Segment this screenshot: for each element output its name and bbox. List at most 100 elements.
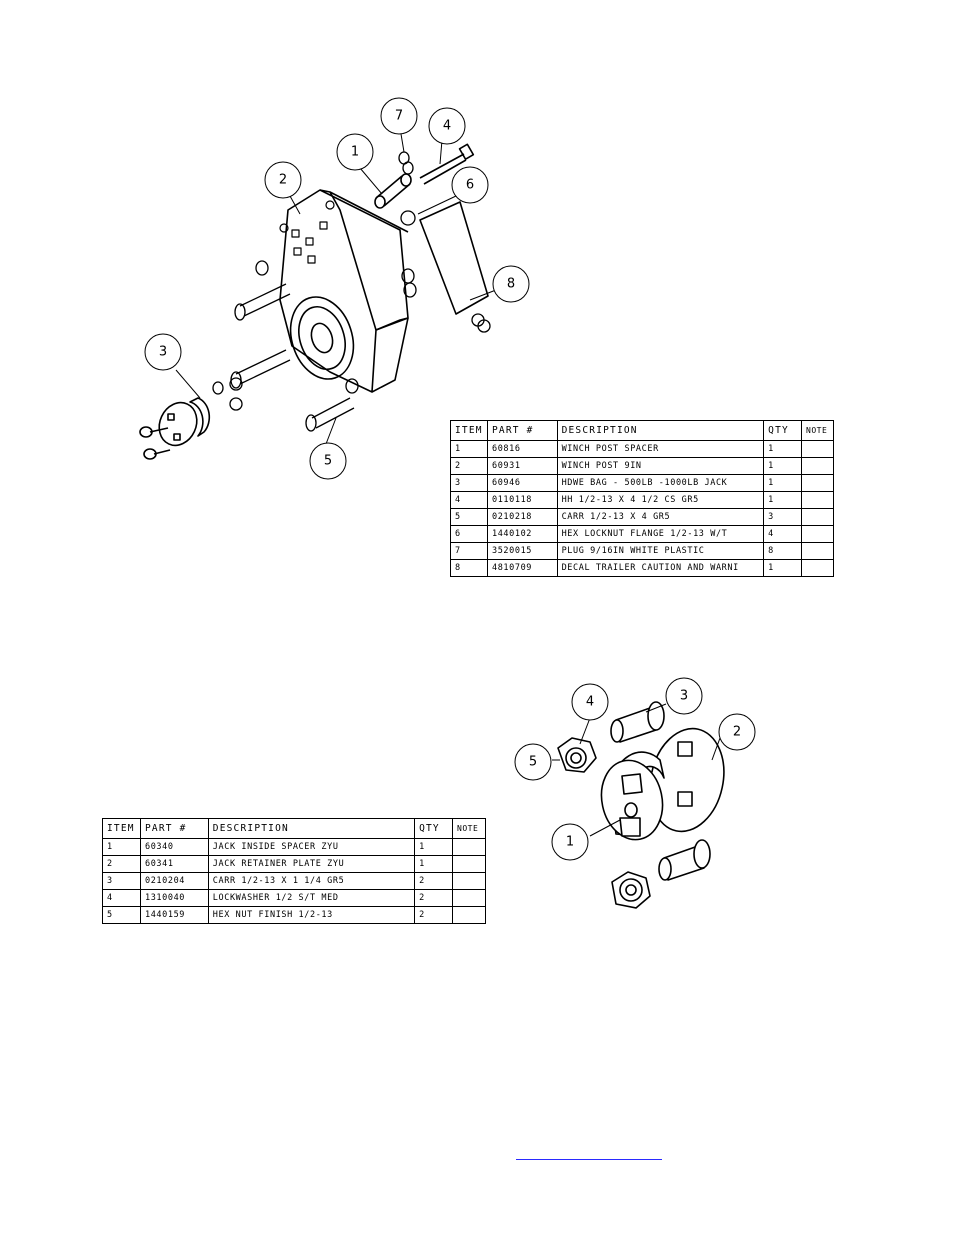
callout-7: 7: [395, 109, 403, 124]
cell: 2: [450, 457, 488, 475]
cell: 60816: [486, 440, 558, 458]
cell: [801, 457, 834, 475]
cell: 60931: [486, 457, 558, 475]
cell: [801, 542, 834, 560]
header-part: PART #: [139, 818, 209, 839]
cell: 0210218: [486, 508, 558, 526]
cell: [801, 491, 834, 509]
header-description: DESCRIPTION: [556, 420, 765, 441]
cell: 3: [102, 872, 141, 890]
cell: WINCH POST 9IN: [556, 457, 765, 475]
callout-8: 8: [507, 277, 515, 292]
callout-b5: 5: [529, 755, 537, 770]
cell: 3520015: [486, 542, 558, 560]
cell: [801, 508, 834, 526]
cell: 60946: [486, 474, 558, 492]
cell: HDWE BAG - 500LB -1000LB JACK: [556, 474, 765, 492]
header-qty: QTY: [414, 818, 453, 839]
cell: 1: [763, 559, 802, 577]
cell: WINCH POST SPACER: [556, 440, 765, 458]
cell: DECAL TRAILER CAUTION AND WARNI: [556, 559, 765, 577]
cell: [452, 889, 486, 907]
header-part: PART #: [486, 420, 558, 441]
cell: 5: [102, 906, 141, 924]
footer-link[interactable]: [516, 1147, 662, 1160]
callout-6: 6: [466, 178, 474, 193]
cell: 6: [450, 525, 488, 543]
cell: [452, 838, 486, 856]
cell: HEX LOCKNUT FLANGE 1/2-13 W/T: [556, 525, 765, 543]
cell: 1310040: [139, 889, 209, 907]
cell: 1: [102, 838, 141, 856]
header-item: ITEM: [450, 420, 488, 441]
callout-b2: 2: [733, 725, 741, 740]
cell: 2: [414, 889, 453, 907]
header-qty: QTY: [763, 420, 802, 441]
header-note: NOTE: [801, 420, 834, 441]
cell: JACK INSIDE SPACER ZYU: [207, 838, 416, 856]
cell: 1: [763, 474, 802, 492]
callout-3: 3: [159, 345, 167, 360]
cell: JACK RETAINER PLATE ZYU: [207, 855, 416, 873]
cell: 5: [450, 508, 488, 526]
cell: [801, 559, 834, 577]
cell: 1: [450, 440, 488, 458]
cell: 4: [102, 889, 141, 907]
cell: 8: [450, 559, 488, 577]
cell: 1440102: [486, 525, 558, 543]
callout-5: 5: [324, 454, 332, 469]
cell: CARR 1/2-13 X 1 1/4 GR5: [207, 872, 416, 890]
table-header-row: ITEM PART # DESCRIPTION QTY NOTE: [450, 420, 834, 441]
cell: 8: [763, 542, 802, 560]
cell: 1: [414, 838, 453, 856]
cell: 2: [414, 872, 453, 890]
cell: 2: [102, 855, 141, 873]
cell: [801, 525, 834, 543]
cell: 60340: [139, 838, 209, 856]
cell: 1: [414, 855, 453, 873]
cell: [452, 872, 486, 890]
callout-b1: 1: [566, 835, 574, 850]
cell: PLUG 9/16IN WHITE PLASTIC: [556, 542, 765, 560]
cell: 3: [763, 508, 802, 526]
header-note: NOTE: [452, 818, 486, 839]
cell: [452, 906, 486, 924]
cell: 1: [763, 440, 802, 458]
winch-post-exploded-drawing: 1 2 3 4 5 6 7 8: [139, 97, 530, 480]
table-header-row: ITEM PART # DESCRIPTION QTY NOTE: [102, 818, 486, 839]
cell: 1: [763, 491, 802, 509]
callout-b4: 4: [586, 695, 594, 710]
callout-4: 4: [443, 119, 451, 134]
cell: 3: [450, 474, 488, 492]
callout-b3: 3: [680, 689, 688, 704]
cell: 4810709: [486, 559, 558, 577]
cell: [452, 855, 486, 873]
cell: [801, 440, 834, 458]
cell: 2: [414, 906, 453, 924]
cell: HEX NUT FINISH 1/2-13: [207, 906, 416, 924]
callout-2: 2: [279, 173, 287, 188]
cell: [801, 474, 834, 492]
cell: LOCKWASHER 1/2 S/T MED: [207, 889, 416, 907]
cell: HH 1/2-13 X 4 1/2 CS GR5: [556, 491, 765, 509]
header-description: DESCRIPTION: [207, 818, 416, 839]
cell: 1: [763, 457, 802, 475]
cell: CARR 1/2-13 X 4 GR5: [556, 508, 765, 526]
cell: 4: [763, 525, 802, 543]
cell: 0210204: [139, 872, 209, 890]
cell: 4: [450, 491, 488, 509]
